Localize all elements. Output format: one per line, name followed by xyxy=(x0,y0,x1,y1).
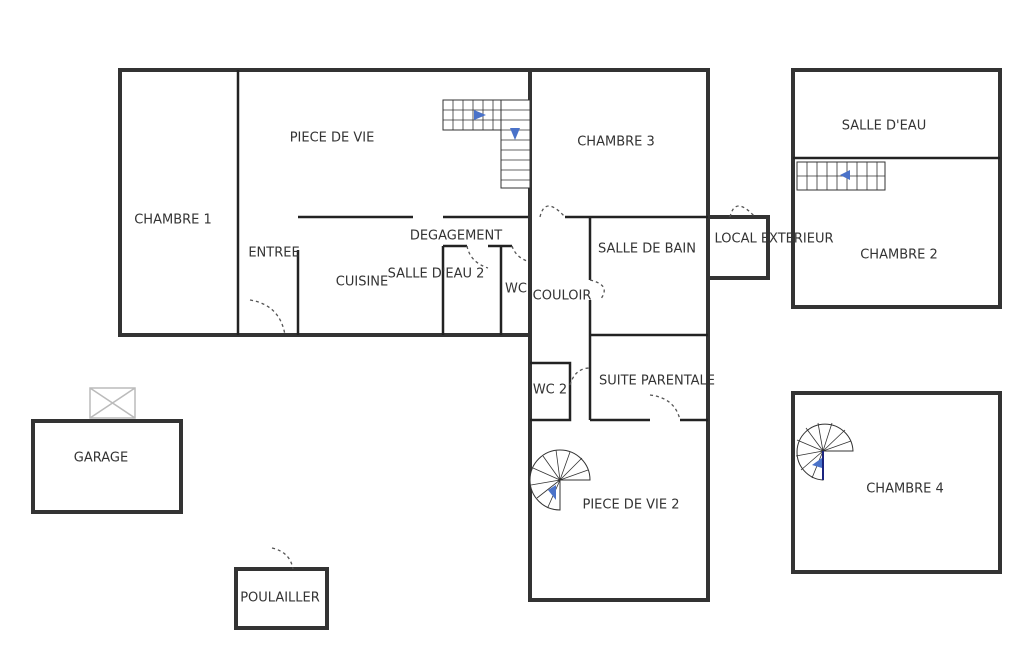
room-label-couloir: COULOIR xyxy=(532,288,592,304)
room-label-salle-d-eau-2: SALLE D'EAU 2 xyxy=(387,266,485,282)
room-label-salle-de-bain: SALLE DE BAIN xyxy=(598,241,696,257)
room-label-chambre-1: CHAMBRE 1 xyxy=(134,212,212,228)
room-label-chambre-2: CHAMBRE 2 xyxy=(860,247,938,263)
wall-garage xyxy=(31,419,183,514)
room-label-chambre-3: CHAMBRE 3 xyxy=(577,134,655,150)
garage-door[interactable] xyxy=(89,387,136,419)
staircase-chambre-2 xyxy=(796,161,886,191)
wall-wc-2 xyxy=(530,361,572,422)
wall-local-exterieur xyxy=(708,215,770,280)
door-salle-eau-2[interactable] xyxy=(466,245,489,269)
room-label-poulailler: POULAILLER xyxy=(240,590,320,606)
room-label-degagement: DEGAGEMENT xyxy=(409,228,503,244)
spiral-staircase-chambre-4 xyxy=(795,422,854,481)
door-local[interactable] xyxy=(729,205,756,218)
door-poulailler[interactable] xyxy=(271,547,294,570)
room-label-garage: GARAGE xyxy=(73,450,129,466)
door-salle-de-bain[interactable] xyxy=(589,279,605,301)
staircase-piece-de-vie xyxy=(442,99,531,189)
room-label-wc: WC xyxy=(505,281,527,297)
room-label-chambre-4: CHAMBRE 4 xyxy=(866,481,944,497)
room-label-piece-de-vie: PIECE DE VIE xyxy=(289,130,375,146)
room-label-wc-2: WC 2 xyxy=(532,382,568,398)
room-label-suite-parentale: SUITE PARENTALE xyxy=(598,373,716,389)
door-chambre-3[interactable] xyxy=(539,205,566,218)
room-label-local-exterieur: LOCAL EXTERIEUR xyxy=(714,231,834,247)
room-label-entree: ENTREE xyxy=(248,245,300,261)
wall-chambre-4 xyxy=(791,391,1002,574)
door-entree[interactable] xyxy=(249,299,286,336)
wall-chambre-2-block xyxy=(791,68,1002,309)
room-label-cuisine: CUISINE xyxy=(335,274,389,290)
door-wc[interactable] xyxy=(511,245,531,263)
door-suite[interactable] xyxy=(569,367,591,386)
room-label-piece-de-vie-2: PIECE DE VIE 2 xyxy=(582,497,680,513)
wall-poulailler xyxy=(234,567,329,630)
door-suite-2[interactable] xyxy=(649,394,681,421)
spiral-staircase-piece-de-vie-2 xyxy=(529,449,591,511)
room-label-salle-d-eau: SALLE D'EAU xyxy=(841,118,927,134)
